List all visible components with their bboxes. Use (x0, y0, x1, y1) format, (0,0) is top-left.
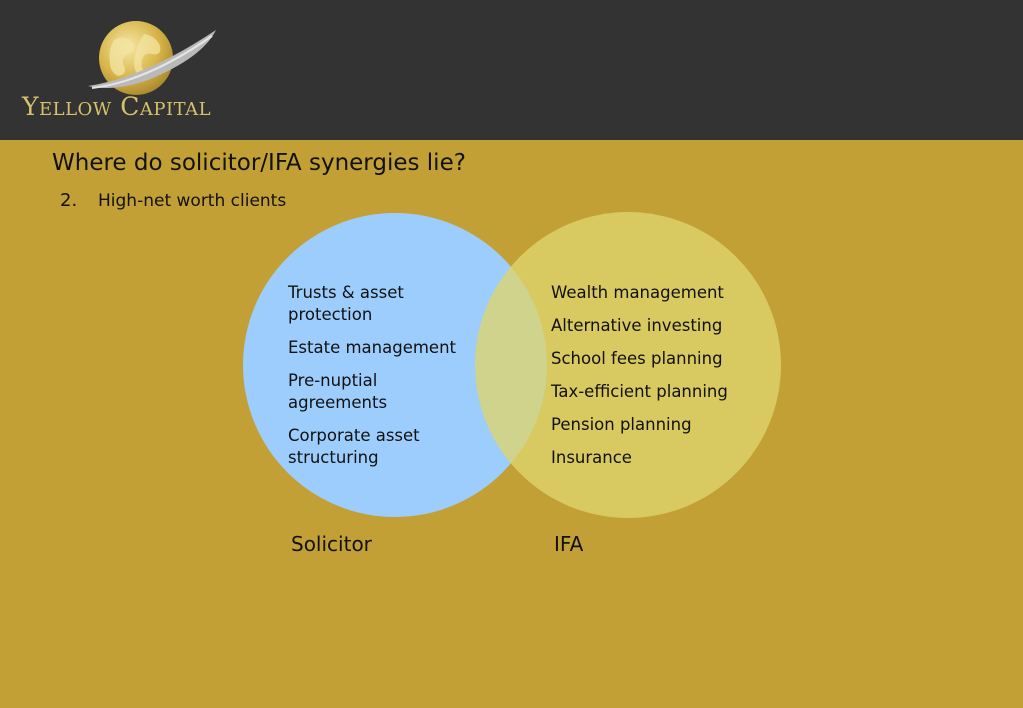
ifa-services-list: Wealth management Alternative investing … (551, 282, 771, 480)
header-bar: Yellow Capital (0, 0, 1023, 140)
list-item: Tax-efficient planning (551, 382, 728, 401)
ifa-label: IFA (554, 532, 584, 556)
brand-name: Yellow Capital (22, 92, 212, 121)
sub-point: 2. High-net worth clients (60, 190, 286, 211)
solicitor-label: Solicitor (291, 532, 372, 556)
list-item: Alternative investing (551, 316, 723, 335)
sub-point-text: High-net worth clients (98, 191, 287, 211)
solicitor-services-list: Trusts & asset protection Estate managem… (288, 282, 478, 480)
solicitor-circle (243, 213, 547, 517)
list-item: Corporate asset structuring (288, 426, 420, 467)
list-item: Estate management (288, 338, 456, 357)
slide-title: Where do solicitor/IFA synergies lie? (52, 150, 466, 176)
list-item: Pre-nuptial agreements (288, 371, 388, 412)
list-item: Wealth management (551, 283, 724, 302)
list-item: Trusts & asset protection (288, 283, 404, 324)
venn-diagram (243, 212, 781, 518)
list-item: School fees planning (551, 349, 723, 368)
sub-point-number: 2. (60, 190, 78, 211)
ifa-circle (475, 212, 781, 518)
list-item: Insurance (551, 448, 632, 467)
list-item: Pension planning (551, 415, 692, 434)
globe-logo-icon (88, 21, 216, 95)
